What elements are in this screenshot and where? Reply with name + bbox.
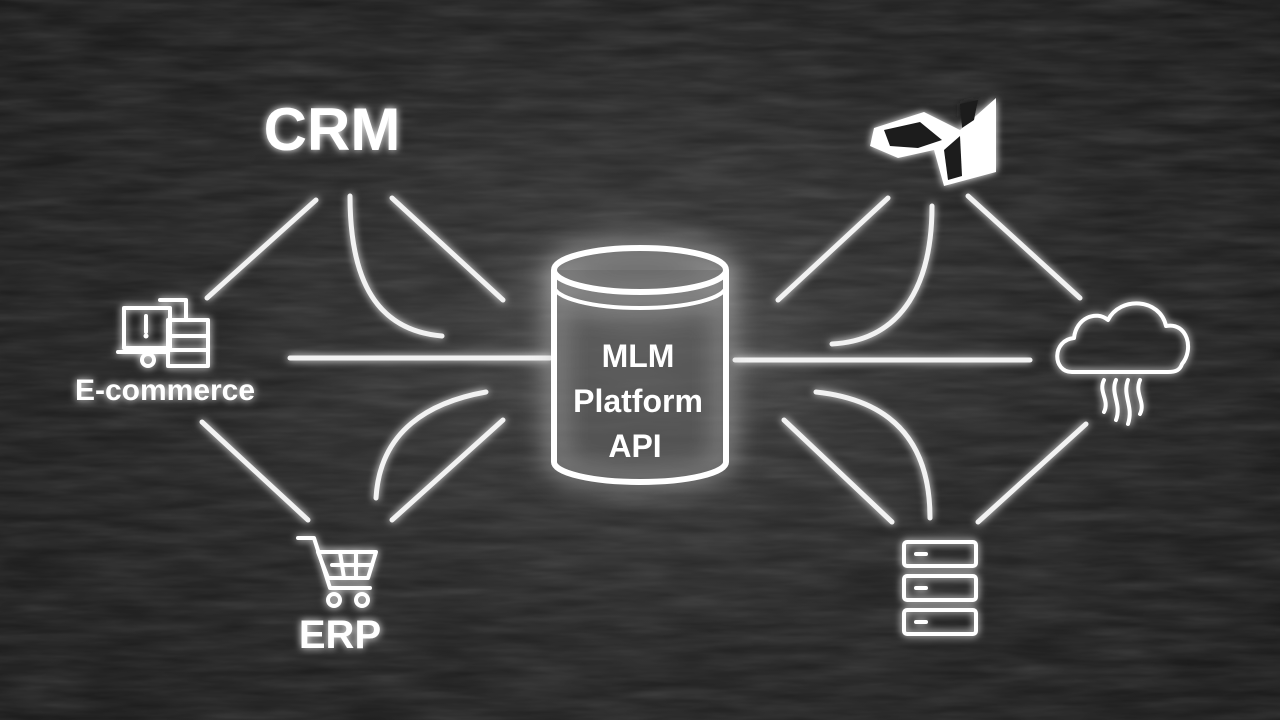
cloud-icon	[1055, 301, 1191, 426]
crm-node: CRM	[264, 96, 401, 163]
crm-label: CRM	[264, 96, 401, 163]
truck-boxes-icon	[116, 298, 210, 368]
erp-label: ERP	[299, 613, 381, 657]
map-node	[870, 98, 996, 186]
line-cloud-server	[975, 421, 1089, 525]
curve-api-server	[813, 389, 933, 521]
connector-lines	[199, 193, 1089, 525]
api-label-line3: API	[608, 428, 661, 464]
shopping-cart-icon	[296, 536, 378, 608]
line-api-map	[775, 195, 891, 303]
line-map-cloud	[965, 193, 1083, 301]
curve-api-map	[829, 203, 935, 347]
ecommerce-label: E-commerce	[75, 374, 255, 407]
server-node	[902, 540, 978, 636]
line-api-server	[781, 417, 895, 525]
map-icon	[870, 98, 996, 186]
api-label-line2: Platform	[573, 383, 703, 419]
database-cylinder-icon	[551, 245, 729, 485]
ecommerce-node: E-commerce	[75, 298, 255, 407]
line-crm-api	[389, 195, 506, 303]
curve-crm-api	[347, 193, 445, 339]
mlm-platform-api-node: MLM Platform API	[551, 245, 729, 485]
cloud-node	[1055, 301, 1191, 426]
line-ecommerce-erp	[199, 419, 311, 523]
line-api-erp	[389, 417, 506, 523]
server-stack-icon	[902, 540, 978, 636]
erp-node: ERP	[296, 536, 381, 657]
api-label-line1: MLM	[602, 338, 675, 374]
curve-api-erp	[373, 389, 489, 501]
line-crm-ecommerce	[204, 197, 319, 301]
